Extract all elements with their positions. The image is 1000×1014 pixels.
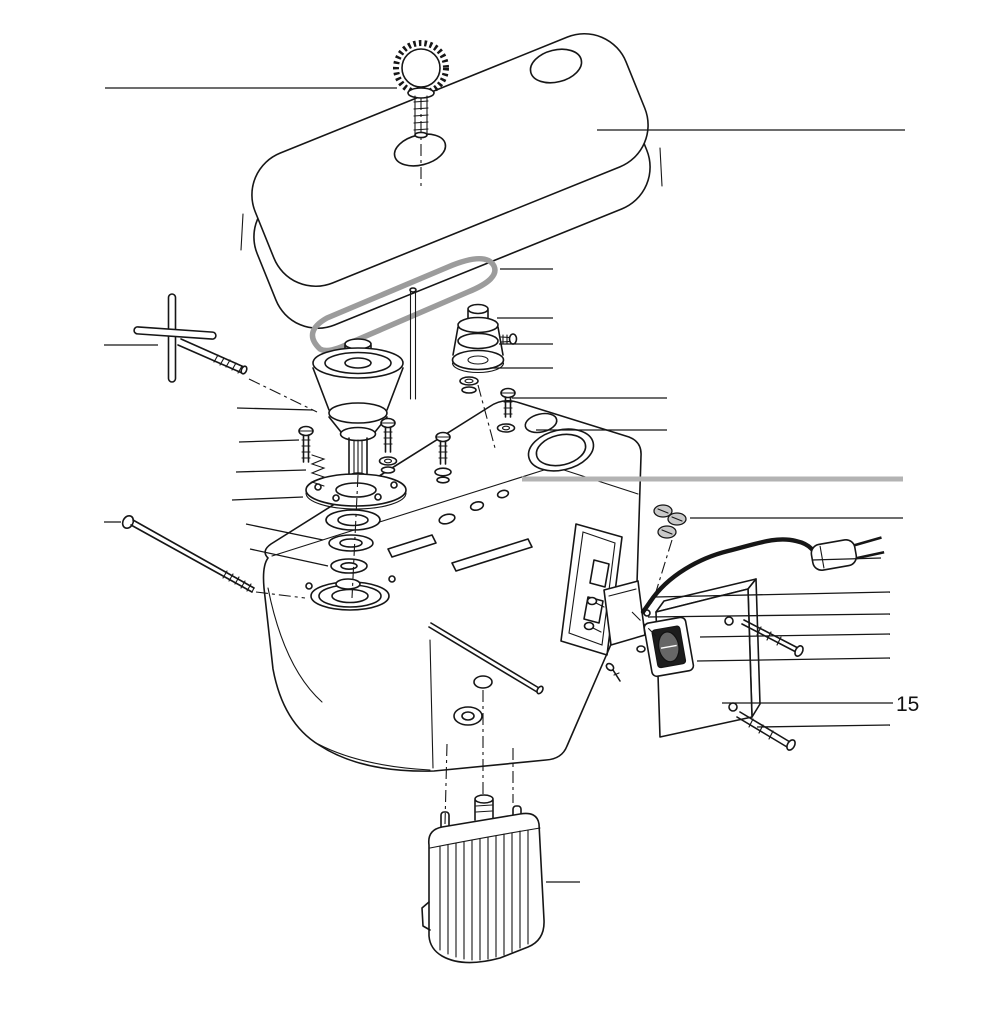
screw-icon: [434, 431, 452, 484]
screw-icon: [298, 425, 314, 463]
quill-boss: [305, 575, 396, 611]
leader-line: [654, 591, 891, 598]
bracket-screw-icon: [586, 596, 598, 606]
support-post: [409, 287, 417, 400]
callout-leader-lines: [104, 87, 905, 883]
front-hole: [473, 675, 493, 689]
screw-icon: [378, 417, 398, 474]
support-pin: [428, 622, 544, 695]
drive-belt: [309, 256, 498, 354]
leader-line: [231, 496, 304, 501]
power-cord-plug: [640, 536, 885, 615]
washer: [496, 423, 516, 433]
spring-icon: [310, 454, 326, 487]
washer: [378, 456, 398, 466]
box-screw-icon: [736, 711, 796, 751]
leader-line: [249, 548, 329, 567]
cable-grommets-icon: [653, 504, 687, 539]
leader-line: [811, 557, 882, 561]
long-bolt: [121, 514, 255, 593]
rocker-switch: [643, 616, 695, 678]
screw-icon: [496, 387, 516, 433]
washer: [436, 476, 450, 484]
bottom-boss: [453, 706, 483, 726]
switch-bracket: [583, 580, 656, 653]
washer: [461, 386, 477, 394]
centerlines: [248, 98, 673, 825]
switch-recess: [560, 523, 623, 656]
motor-pulley: [451, 303, 518, 394]
motor: [421, 794, 545, 964]
part-label-15: 15: [896, 693, 919, 716]
bearing-stack: [325, 509, 381, 590]
leader-line: [238, 439, 300, 443]
leader-line: [699, 633, 891, 638]
leader-line: [235, 469, 307, 473]
spindle-flange: [305, 473, 407, 510]
leader-line: [696, 657, 891, 662]
leader-line: [236, 407, 314, 411]
switch-screw-icon: [605, 662, 621, 682]
box-screw-icon: [741, 619, 804, 657]
leader-line: [647, 613, 891, 618]
bracket-screw-icon: [583, 621, 595, 631]
washer: [380, 466, 396, 474]
head-casting: [262, 399, 642, 772]
plug-icon: [810, 536, 885, 572]
washer: [434, 467, 452, 477]
leader-line: [245, 523, 324, 541]
leader-line: [756, 724, 891, 728]
belt-cover: [240, 32, 663, 330]
washer: [459, 376, 479, 386]
set-screw-icon: [500, 333, 518, 345]
depth-rod-handle: [133, 293, 248, 383]
cover-hole-rear: [529, 48, 583, 84]
